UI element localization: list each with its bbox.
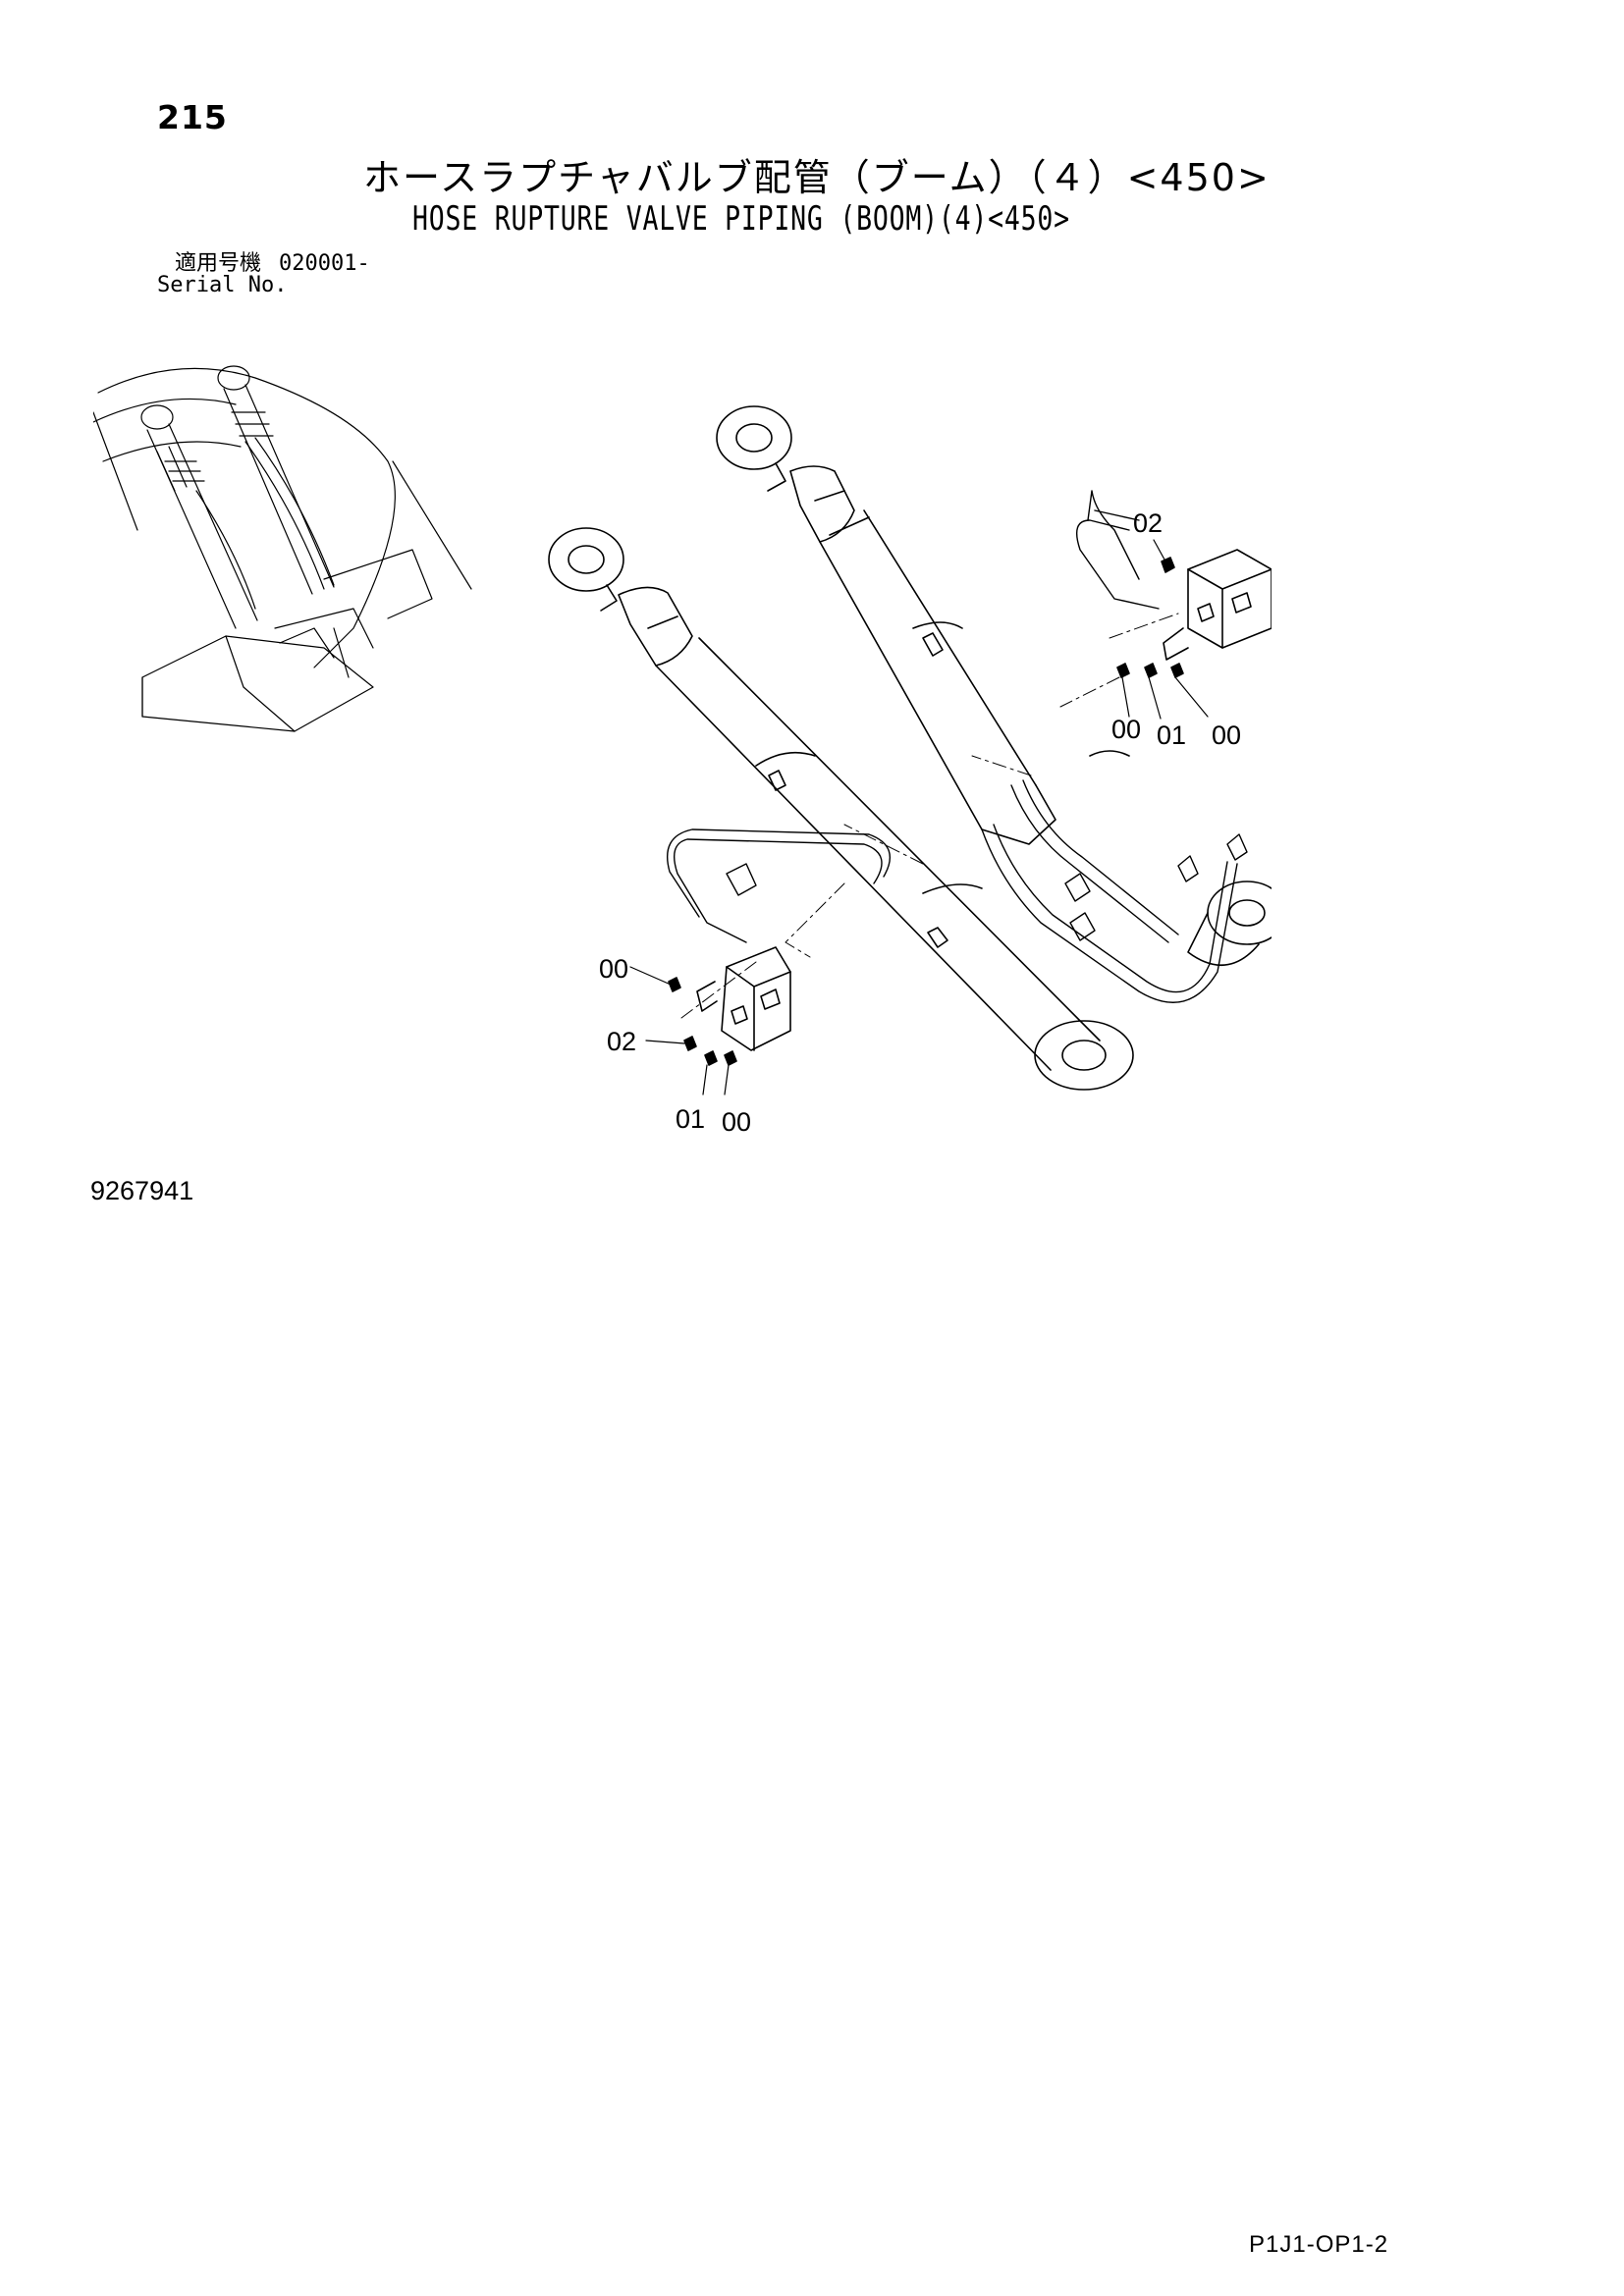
small-parts bbox=[668, 557, 1184, 1066]
serial-info: 適用号機 020001- Serial No. bbox=[157, 253, 370, 296]
callout-upper-00-right: 00 bbox=[1212, 721, 1242, 750]
serial-row-en: Serial No. bbox=[157, 275, 370, 296]
callout-lower-02: 02 bbox=[607, 1027, 637, 1056]
callout-upper-02: 02 bbox=[1133, 508, 1164, 538]
footer-code: P1J1-OP1-2 bbox=[1249, 2231, 1389, 2258]
serial-value: 020001- bbox=[279, 251, 370, 276]
document-number: 9267941 bbox=[90, 1176, 194, 1205]
page-title-english: HOSE RUPTURE VALVE PIPING (BOOM)(4)<450> bbox=[412, 199, 1070, 239]
callout-upper-01: 01 bbox=[1157, 721, 1187, 750]
hose-lines bbox=[666, 490, 1248, 1003]
serial-label-japanese: 適用号機 bbox=[175, 251, 262, 276]
callout-upper-00-left: 00 bbox=[1111, 715, 1142, 744]
upper-rod-eye bbox=[1187, 881, 1272, 966]
parts-diagram bbox=[93, 365, 1272, 1095]
lower-rupture-valve bbox=[696, 946, 791, 1051]
serial-row-jp: 適用号機 020001- bbox=[157, 253, 370, 275]
callout-lower-01: 01 bbox=[676, 1104, 706, 1134]
callout-lower-00-top: 00 bbox=[599, 954, 629, 984]
serial-label-english: Serial No. bbox=[157, 273, 288, 297]
page-number: 215 bbox=[157, 98, 228, 136]
callout-lower-00-bottom: 00 bbox=[722, 1107, 752, 1137]
leader-lines bbox=[629, 539, 1209, 1095]
upper-boom-cylinder bbox=[716, 405, 1130, 845]
upper-rupture-valve bbox=[1163, 549, 1272, 661]
overview-inset bbox=[93, 365, 472, 732]
page-title-japanese: ホースラプチャバルブ配管（ブーム）（４）<450> bbox=[363, 156, 1271, 199]
lower-boom-cylinder bbox=[548, 527, 1134, 1091]
center-lines bbox=[677, 613, 1179, 1022]
